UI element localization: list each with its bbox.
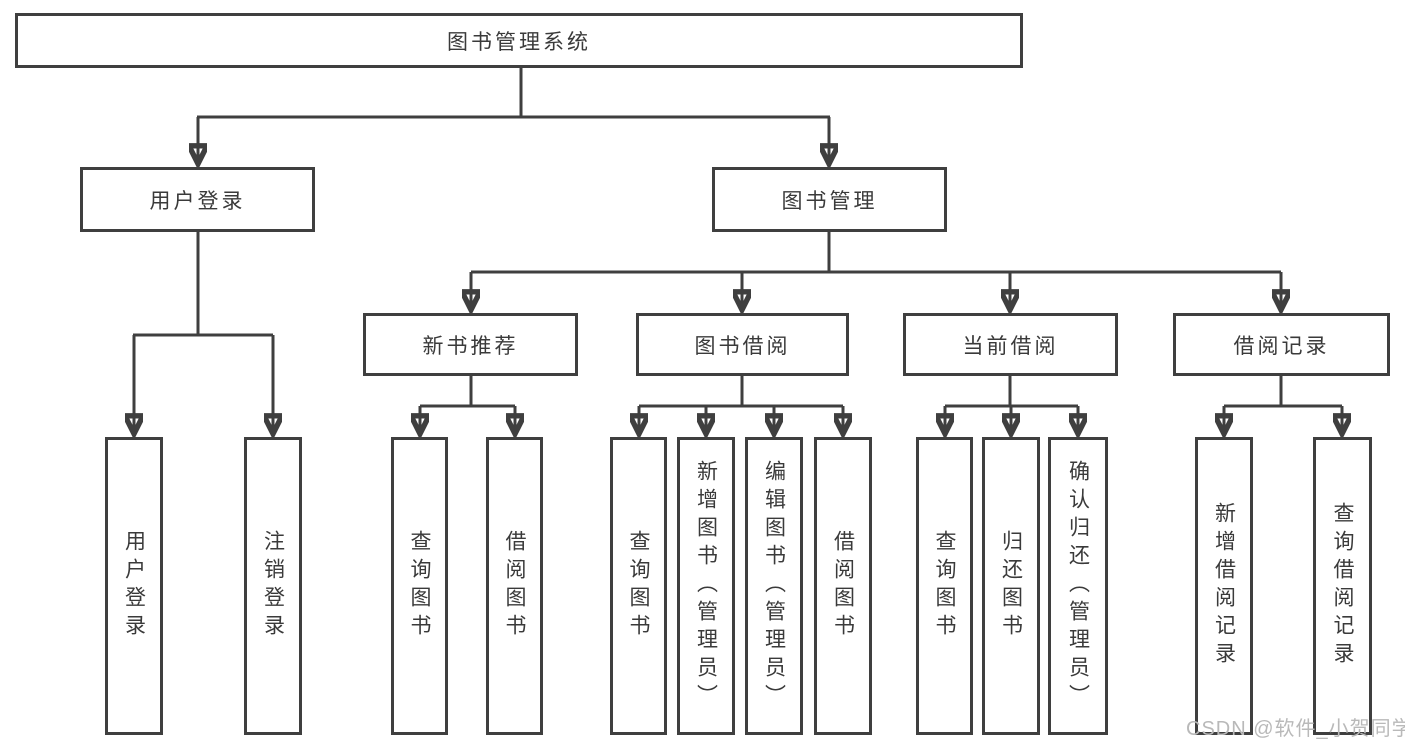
leaf-recommend-query-books: 查询图书 xyxy=(391,437,448,735)
node-label: 借阅图书 xyxy=(831,530,855,642)
node-book-borrow: 图书借阅 xyxy=(636,313,849,376)
node-label: 新增借阅记录 xyxy=(1212,502,1236,670)
node-label: 新增图书（管理员） xyxy=(694,460,718,712)
leaf-edit-books-admin: 编辑图书（管理员） xyxy=(745,437,803,735)
node-root-system: 图书管理系统 xyxy=(15,13,1023,68)
leaf-borrow-query-books: 查询图书 xyxy=(610,437,667,735)
node-label: 图书借阅 xyxy=(694,334,791,358)
node-borrow-records: 借阅记录 xyxy=(1173,313,1390,376)
node-label: 图书管理 xyxy=(781,189,878,213)
node-label: 注销登录 xyxy=(261,530,285,642)
node-label: 图书管理系统 xyxy=(447,30,591,54)
node-label: 用户登录 xyxy=(149,189,246,213)
node-label: 编辑图书（管理员） xyxy=(762,460,786,712)
leaf-recommend-borrow-books: 借阅图书 xyxy=(486,437,543,735)
node-label: 借阅记录 xyxy=(1233,334,1330,358)
leaf-add-borrow-record: 新增借阅记录 xyxy=(1195,437,1253,735)
node-user-login: 用户登录 xyxy=(80,167,315,232)
node-label: 借阅图书 xyxy=(503,530,526,642)
node-label: 查询图书 xyxy=(627,530,650,642)
node-label: 查询图书 xyxy=(408,530,431,642)
node-label: 查询图书 xyxy=(933,530,956,642)
leaf-query-borrow-record: 查询借阅记录 xyxy=(1313,437,1372,735)
node-label: 确认归还（管理员） xyxy=(1066,460,1090,712)
node-current-borrow: 当前借阅 xyxy=(903,313,1118,376)
node-label: 新书推荐 xyxy=(422,334,519,358)
leaf-add-books-admin: 新增图书（管理员） xyxy=(677,437,735,735)
leaf-return-books: 归还图书 xyxy=(982,437,1040,735)
leaf-confirm-return-admin: 确认归还（管理员） xyxy=(1048,437,1108,735)
leaf-user-login: 用户登录 xyxy=(105,437,163,735)
node-new-book-recommend: 新书推荐 xyxy=(363,313,578,376)
leaf-logout: 注销登录 xyxy=(244,437,302,735)
node-label: 查询借阅记录 xyxy=(1331,502,1354,670)
leaf-borrow-books: 借阅图书 xyxy=(814,437,872,735)
node-label: 归还图书 xyxy=(999,530,1023,642)
node-book-management: 图书管理 xyxy=(712,167,947,232)
node-label: 用户登录 xyxy=(122,530,146,642)
leaf-current-query-books: 查询图书 xyxy=(916,437,973,735)
csdn-watermark: CSDN @软件_小贺同学 xyxy=(1186,718,1405,740)
node-label: 当前借阅 xyxy=(962,334,1059,358)
